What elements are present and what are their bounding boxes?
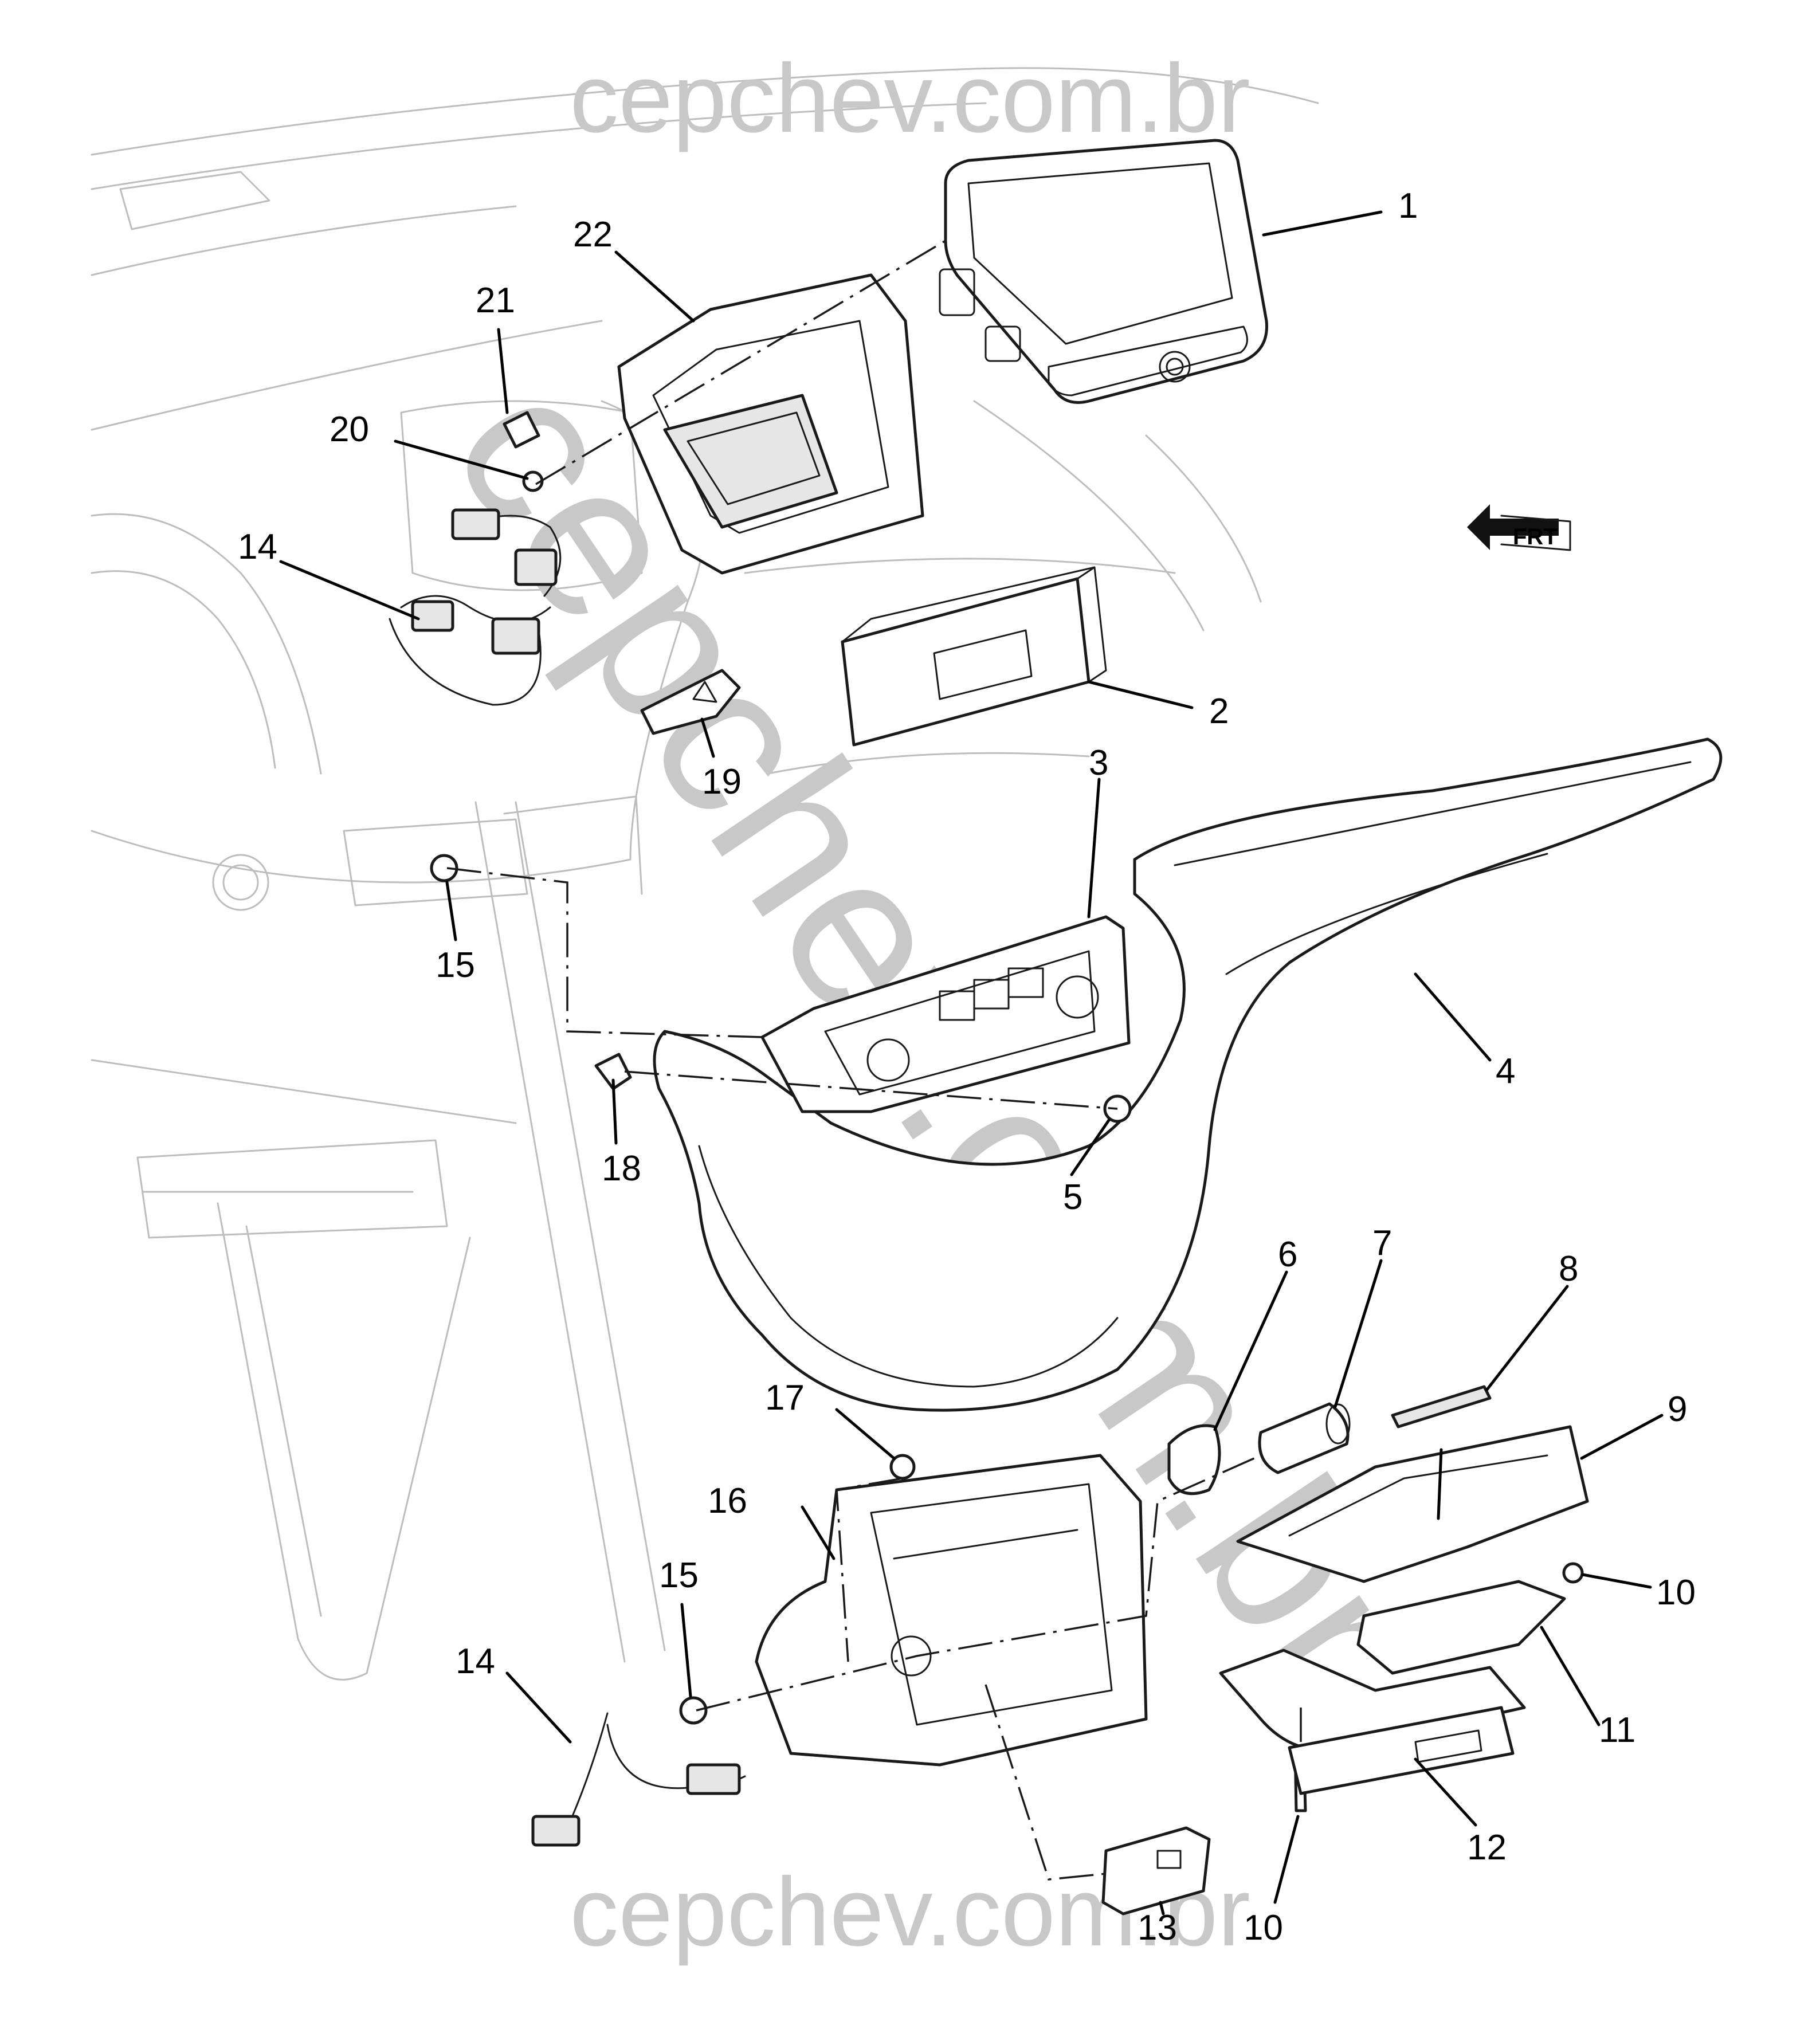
callout-16: 16 bbox=[708, 1481, 747, 1521]
callout-3: 3 bbox=[1089, 743, 1108, 783]
part-7-outlet bbox=[1258, 1402, 1351, 1474]
callout-18: 18 bbox=[602, 1149, 641, 1188]
callout-21: 21 bbox=[476, 281, 515, 320]
part-10-screw-upper bbox=[1562, 1562, 1584, 1584]
part-16-console bbox=[755, 1454, 1148, 1767]
callout-12: 12 bbox=[1467, 1828, 1507, 1867]
part-6-socket-bezel bbox=[1167, 1424, 1221, 1496]
callout-6: 6 bbox=[1278, 1235, 1297, 1274]
part-15-nut-upper bbox=[430, 854, 458, 882]
part-2-module bbox=[841, 566, 1107, 747]
part-8-insert bbox=[1391, 1385, 1492, 1428]
callout-9: 9 bbox=[1668, 1390, 1687, 1429]
callout-10-lower: 10 bbox=[1244, 1908, 1283, 1948]
callout-4: 4 bbox=[1496, 1051, 1515, 1091]
callout-14-upper: 14 bbox=[238, 527, 277, 567]
front-arrow-icon bbox=[1467, 504, 1559, 550]
part-3-climate-control bbox=[760, 915, 1131, 1113]
part-22-bracket bbox=[617, 273, 924, 575]
callout-22: 22 bbox=[573, 215, 613, 254]
part-11-cover bbox=[1356, 1580, 1566, 1675]
part-12-base bbox=[1219, 1649, 1526, 1795]
watermark-top: cepchev.com.br bbox=[570, 44, 1250, 153]
callout-19: 19 bbox=[702, 762, 742, 802]
callout-13: 13 bbox=[1138, 1908, 1177, 1948]
front-direction-indicator: FRT bbox=[1467, 504, 1571, 551]
part-15-nut-lower bbox=[679, 1696, 708, 1725]
part-19-switch bbox=[640, 669, 741, 735]
part-1-display bbox=[939, 139, 1268, 404]
callout-10-upper: 10 bbox=[1656, 1573, 1696, 1612]
part-13-usb-module bbox=[1101, 1826, 1211, 1916]
callout-7: 7 bbox=[1372, 1223, 1392, 1263]
callout-2: 2 bbox=[1209, 692, 1229, 731]
front-label: FRT bbox=[1513, 524, 1558, 550]
part-18-clip bbox=[594, 1053, 632, 1090]
part-9-tray bbox=[1236, 1425, 1589, 1583]
callout-labels: 1 2 3 4 5 6 7 8 9 10 10 11 12 13 14 14 1… bbox=[238, 186, 1696, 1948]
callout-15-upper: 15 bbox=[436, 945, 475, 985]
part-21-clip bbox=[503, 411, 540, 449]
callout-1: 1 bbox=[1398, 186, 1418, 226]
callout-8: 8 bbox=[1559, 1249, 1578, 1289]
callout-20: 20 bbox=[330, 410, 369, 449]
dashboard-context-outline bbox=[91, 67, 1319, 1681]
part-14-harness-upper bbox=[389, 508, 562, 706]
callout-15-lower: 15 bbox=[659, 1556, 699, 1595]
part-14-harness-lower bbox=[531, 1712, 746, 1847]
callout-5: 5 bbox=[1063, 1178, 1082, 1217]
callout-17: 17 bbox=[765, 1378, 805, 1418]
leader-lines bbox=[279, 210, 1664, 1916]
callout-11: 11 bbox=[1599, 1710, 1635, 1750]
part-4-trim-panel bbox=[653, 737, 1723, 1412]
callout-14-lower: 14 bbox=[456, 1642, 495, 1681]
assembly-lines bbox=[446, 240, 1302, 1881]
